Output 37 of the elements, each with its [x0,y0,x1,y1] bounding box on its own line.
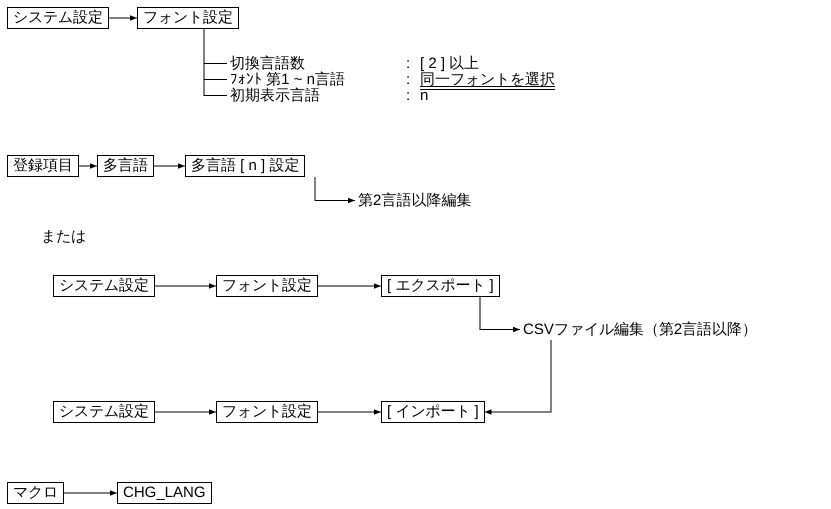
arrow [480,296,520,332]
process-box: システム設定 [53,275,155,297]
process-box: 登録項目 [7,155,79,177]
process-box: CHG_LANG [117,482,212,504]
arrow [78,163,98,169]
arrow [154,409,216,415]
separator-colon: : [406,87,410,104]
step-text: 第2言語以降編集 [358,192,472,209]
arrow [314,176,356,204]
connector-line [204,28,228,96]
process-box: フォント設定 [137,7,239,29]
arrow [154,283,216,289]
separator-colon: : [406,71,410,88]
arrow [318,409,382,415]
setting-name: 初期表示言語 [230,87,320,104]
process-box: フォント設定 [216,275,318,297]
process-box: [ エクスポート ] [381,275,500,297]
process-box: システム設定 [53,401,155,423]
setting-value: 同一フォントを選択 [420,71,555,88]
process-box: フォント設定 [216,401,318,423]
process-box: 多言語 [97,155,154,177]
setting-name: ﾌｫﾝﾄ 第1 ~ n言語 [230,71,345,88]
arrow [108,15,138,21]
setting-value: n [420,87,428,104]
process-box: 多言語 [ n ] 設定 [185,155,306,177]
note-text: または [41,228,86,245]
arrow [484,340,552,415]
step-text: CSVファイル編集（第2言語以降） [523,321,758,338]
separator-colon: : [406,55,410,72]
arrow [64,490,118,496]
setting-name: 切換言語数 [230,55,305,72]
arrow [154,163,186,169]
process-box: マクロ [7,482,64,504]
process-box: システム設定 [7,7,109,29]
setting-value: [ 2 ] 以上 [420,55,480,72]
process-box: [ インポート ] [381,401,485,423]
arrow [318,283,382,289]
